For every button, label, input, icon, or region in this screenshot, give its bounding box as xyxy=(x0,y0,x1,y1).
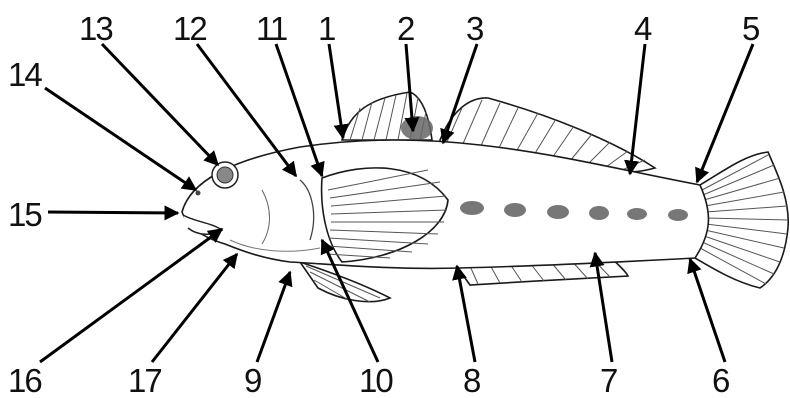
label-3: 3 xyxy=(466,10,483,47)
lateral-spot xyxy=(627,208,647,220)
arrow-14 xyxy=(45,88,196,190)
dorsal-fin-spot xyxy=(401,116,433,140)
label-1: 1 xyxy=(318,10,335,47)
label-16: 16 xyxy=(8,362,41,398)
label-12: 12 xyxy=(173,10,206,47)
arrow-9 xyxy=(257,272,290,362)
label-5: 5 xyxy=(742,10,759,47)
label-6: 6 xyxy=(712,362,729,398)
label-9: 9 xyxy=(244,362,261,398)
arrow-4 xyxy=(630,44,645,174)
label-17: 17 xyxy=(128,362,161,398)
label-10: 10 xyxy=(359,362,393,398)
lateral-spot xyxy=(460,201,484,215)
label-15: 15 xyxy=(8,196,41,233)
label-13: 13 xyxy=(79,10,112,47)
label-4: 4 xyxy=(634,10,652,47)
arrow-12 xyxy=(197,44,296,176)
arrow-16 xyxy=(40,229,222,362)
pupil xyxy=(217,167,233,183)
first-dorsal-fin xyxy=(342,92,433,140)
arrow-1 xyxy=(329,44,343,138)
lateral-spot xyxy=(547,205,569,219)
arrow-13 xyxy=(102,44,218,165)
label-14: 14 xyxy=(8,56,42,93)
arrow-15 xyxy=(48,212,178,213)
nostril xyxy=(196,191,201,196)
lateral-spot xyxy=(668,209,688,221)
pelvic-fin xyxy=(300,262,390,302)
label-8: 8 xyxy=(463,362,480,398)
lateral-spot xyxy=(504,203,526,217)
label-7: 7 xyxy=(600,362,617,398)
arrow-6 xyxy=(690,259,725,362)
label-2: 2 xyxy=(397,10,414,47)
lateral-spot xyxy=(589,206,609,220)
label-11: 11 xyxy=(256,10,287,47)
